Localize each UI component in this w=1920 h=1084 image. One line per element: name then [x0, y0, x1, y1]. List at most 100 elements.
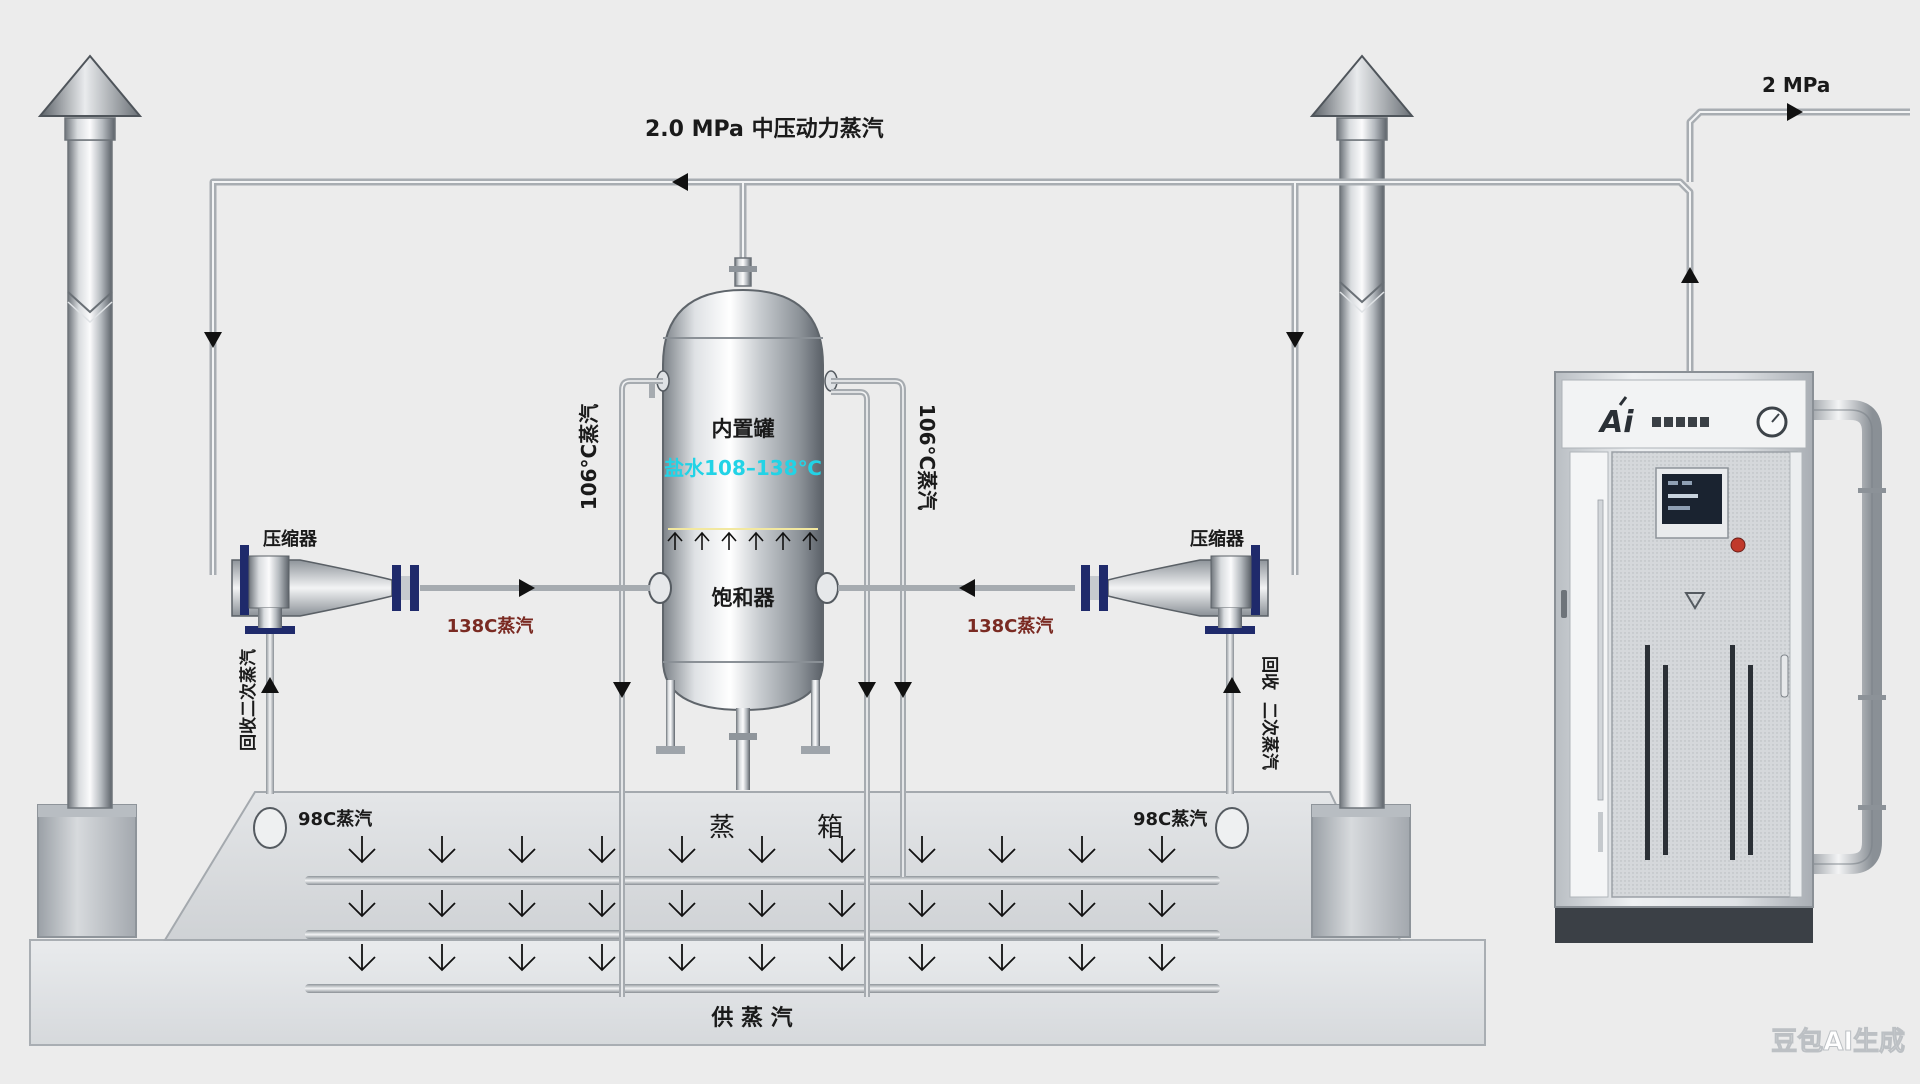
steam-down-arrow-icon: [988, 836, 1016, 864]
steam-down-arrow-icon: [588, 890, 616, 918]
steam-distribution-pipes: [305, 876, 1220, 993]
boiler-base: [1555, 905, 1813, 943]
recover-right-label-b: 二次蒸汽: [1259, 702, 1280, 770]
compressor-right-neck: [1218, 608, 1242, 628]
screen-readout-3: [1668, 494, 1698, 498]
loop-clamp-2: [1858, 695, 1886, 700]
header-highlight-line: [212, 181, 1691, 575]
steam-down-arrow-icon: [748, 944, 776, 972]
steam-header-highlight: [212, 111, 1910, 575]
compressor-left-inlet-pipe: [266, 634, 274, 794]
compressor-right-flange-b: [1081, 565, 1090, 611]
steam-138-right-label: 138C蒸汽: [967, 615, 1054, 637]
tank-foot-left: [656, 746, 685, 754]
tank-up-arrow-icon: [721, 531, 737, 550]
nameplate-glyph: [1676, 417, 1685, 427]
boiler-stop-button[interactable]: [1730, 537, 1746, 553]
steam-down-arrow-icon: [828, 836, 856, 864]
tank-up-arrow-icon: [775, 531, 791, 550]
vent-slot: [1645, 645, 1650, 860]
loop-clamp-1: [1858, 488, 1886, 493]
compressor-left-head: [248, 555, 290, 609]
steam-down-arrow-icon: [588, 836, 616, 864]
vent-slot: [1730, 645, 1735, 860]
tank-up-arrow-icon: [694, 531, 710, 550]
boiler-side-handle[interactable]: [1561, 590, 1567, 618]
compressor-left-label: 压缩器: [263, 528, 318, 550]
tank-pipe-right-hl: [831, 380, 904, 877]
screen-readout-4: [1668, 506, 1690, 510]
stack-right-collar: [1336, 117, 1388, 141]
flow-arrow-icon: [519, 579, 535, 597]
tank-shell: [662, 288, 824, 712]
tank-side-nozzle-left: [648, 572, 672, 604]
tank-bottom-nozzle: [736, 708, 750, 790]
inlet-98-right: [1215, 807, 1249, 849]
steam-boiler: Ai: [1554, 371, 1886, 943]
boiler-side-loop-pipe: [1805, 400, 1882, 874]
steam-98-left-label: 98C蒸汽: [298, 808, 372, 830]
flow-arrow-icon: [204, 332, 222, 348]
flow-arrow-icon: [1787, 103, 1803, 121]
tank-leg-left: [666, 680, 675, 752]
recover-left-label: 回收二次蒸汽: [238, 649, 259, 751]
gauge-needle: [1771, 413, 1780, 423]
steam-down-arrow-icon: [668, 836, 696, 864]
compressor-left-spool: [401, 576, 410, 600]
tank-top-flange: [729, 266, 757, 272]
vent-slot: [1663, 665, 1668, 855]
flow-arrow-icon: [672, 173, 688, 191]
compressor-right: [1081, 545, 1269, 794]
steam-down-arrow-icon: [828, 890, 856, 918]
tank-name-label: 内置罐: [712, 417, 775, 441]
screen-readout-1: [1668, 481, 1678, 485]
steam-106-left-label: 106°C蒸汽: [577, 404, 601, 510]
steam-down-arrow-icon: [428, 890, 456, 918]
saturator-label: 饱和器: [712, 586, 776, 610]
boiler-side-loop-outline: [1805, 409, 1873, 865]
steam-138-left-label: 138C蒸汽: [447, 615, 534, 637]
flow-arrow-icon: [894, 682, 912, 698]
nameplate-glyph: [1700, 417, 1709, 427]
flow-arrows: [204, 103, 1803, 698]
flow-arrow-icon: [959, 579, 975, 597]
steam-down-arrow-icon: [668, 944, 696, 972]
tank-temp-label: 盐水108–138℃: [664, 456, 822, 480]
boiler-right-handle[interactable]: [1780, 654, 1789, 698]
steam-down-arrow-icon: [908, 944, 936, 972]
boiler-left-vent-bar: [1598, 812, 1603, 852]
outlet-highlight: [1689, 111, 1910, 182]
watermark: 豆包AI生成: [1771, 1026, 1905, 1057]
steam-down-arrow-icon: [908, 836, 936, 864]
tank-leg-right: [811, 680, 820, 752]
compressor-left-inlet-flange: [240, 545, 249, 615]
vent-cap-left-icon: [37, 54, 143, 117]
steam-down-arrow-icon: [1148, 836, 1176, 864]
supply-steam-label: 供 蒸 汽: [710, 1005, 792, 1031]
pier-right-cap: [1312, 805, 1410, 817]
steam-down-arrow-icon: [508, 890, 536, 918]
flow-arrow-icon: [858, 682, 876, 698]
foundation: [29, 791, 1486, 1046]
flow-arrow-icon: [613, 682, 631, 698]
steam-box-label-a: 蒸: [709, 813, 735, 843]
compressor-right-inlet-pipe: [1226, 634, 1234, 794]
flow-arrow-icon: [1681, 267, 1699, 283]
saturator-tank: 内置罐 盐水108–138℃ 饱和器: [648, 257, 839, 790]
tank-up-arrow-icon: [802, 531, 818, 550]
compressor-right-flange-a: [1099, 565, 1108, 611]
steam-down-arrows: [348, 836, 1176, 972]
boiler-logo: Ai: [1598, 405, 1634, 440]
stack-left-seam: [67, 291, 113, 314]
nameplate-glyph: [1652, 417, 1661, 427]
distribution-pipe-1: [305, 876, 1220, 885]
steam-down-arrow-icon: [348, 836, 376, 864]
steam-down-arrow-icon: [988, 944, 1016, 972]
stack-left-pipe: [67, 139, 113, 809]
boiler-logo-emblem: [1618, 396, 1628, 406]
steam-down-arrow-icon: [1148, 890, 1176, 918]
main-steam-label: 2.0 MPa 中压动力蒸汽: [645, 116, 884, 142]
vent-stack-left: [37, 54, 143, 938]
nameplate-glyph: [1688, 417, 1697, 427]
